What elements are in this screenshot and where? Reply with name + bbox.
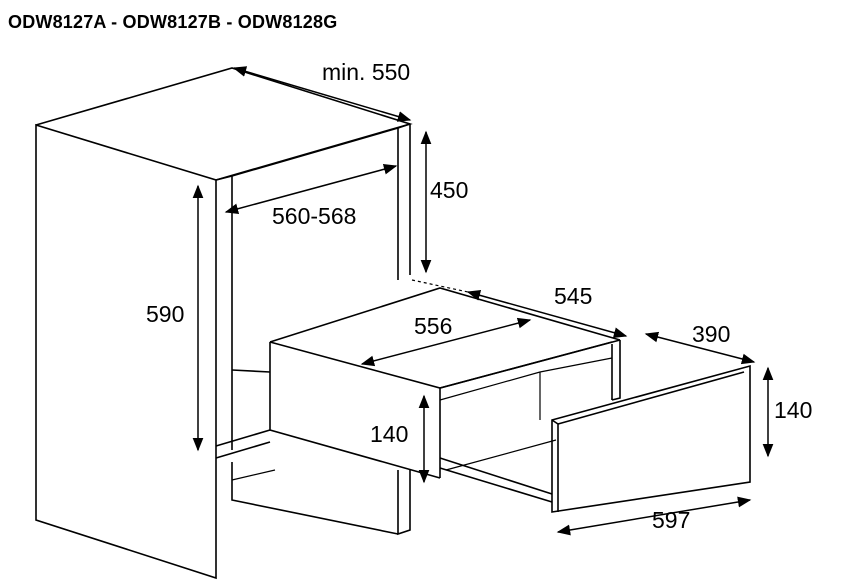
page-title: ODW8127A - ODW8127B - ODW8128G [8,12,338,32]
label-niche-width: 560-568 [272,203,356,229]
drawer-front [551,364,751,513]
label-appliance-height: 140 [370,421,408,447]
dimension-labels: min. 550 450 560-568 590 556 545 390 140… [146,59,812,533]
label-cabinet-depth: min. 550 [322,59,410,85]
label-appliance-width: 556 [414,313,452,339]
label-drawer-clearance-height: 450 [430,177,468,203]
label-appliance-depth: 545 [554,283,592,309]
label-front-height: 140 [774,397,812,423]
cabinet [35,67,413,580]
cabinet-left-panel [35,123,217,580]
cabinet-shelf [215,429,271,447]
dimension-lines [192,66,774,536]
drawer [439,364,751,513]
label-drawer-extension: 390 [692,321,730,347]
label-niche-height: 590 [146,301,184,327]
label-front-width: 597 [652,507,690,533]
